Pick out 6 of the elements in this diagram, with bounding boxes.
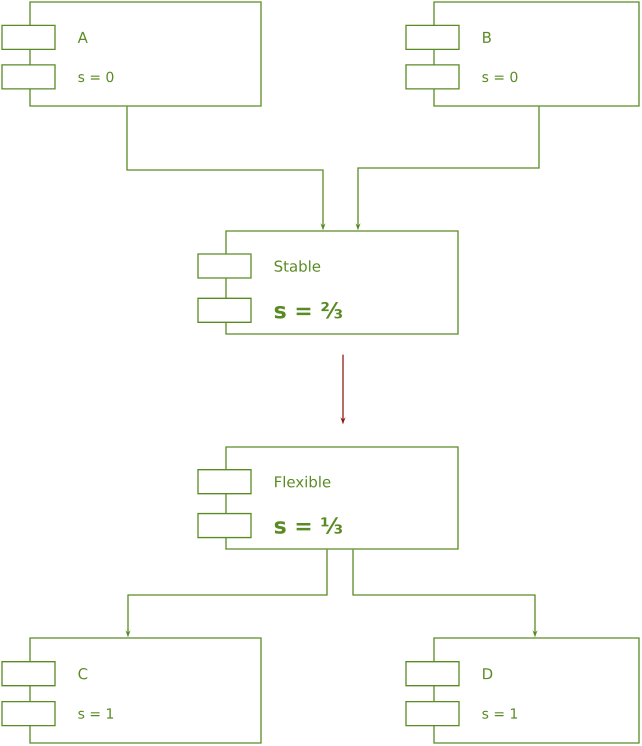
component-box: A s = 0 <box>1 1 262 107</box>
component-box: B s = 0 <box>405 1 640 107</box>
component-box: Flexible s = ⅓ <box>197 446 459 550</box>
component-box: D s = 1 <box>405 637 640 744</box>
component-box: C s = 1 <box>1 637 262 744</box>
component-box: Stable s = ⅔ <box>197 230 459 335</box>
